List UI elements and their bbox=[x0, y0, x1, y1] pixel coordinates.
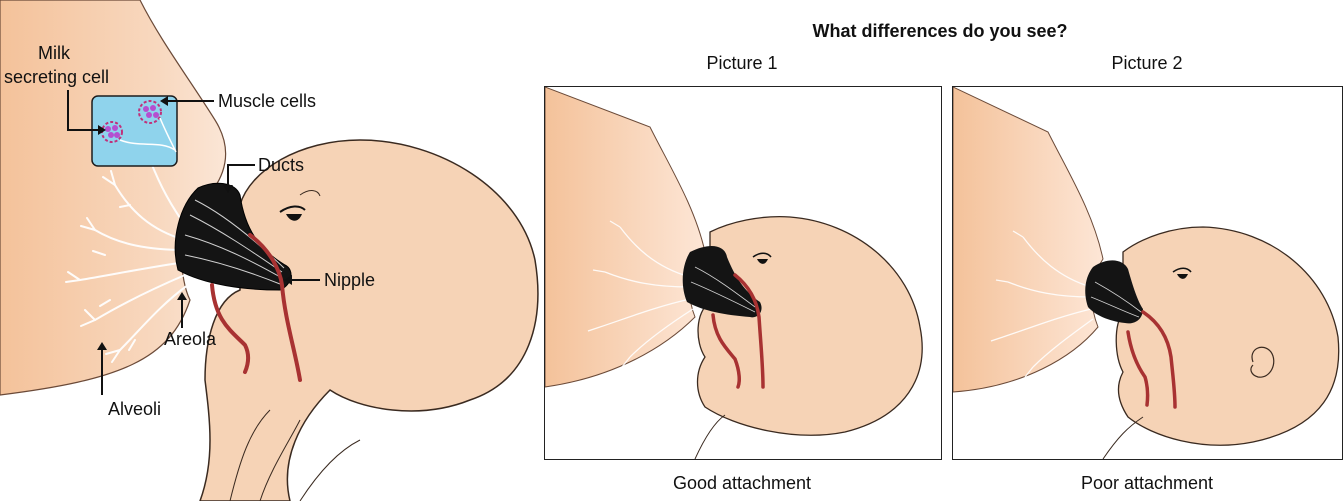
panel-1-heading: Picture 1 bbox=[706, 54, 777, 72]
caption-poor-attachment: Poor attachment bbox=[1081, 474, 1213, 492]
cell-inset-box bbox=[92, 96, 177, 166]
good-attachment-illustration bbox=[545, 87, 941, 459]
figure-title: What differences do you see? bbox=[812, 22, 1067, 40]
label-alveoli: Alveoli bbox=[108, 400, 161, 418]
baby-head bbox=[200, 140, 538, 501]
label-milk: Milk bbox=[38, 44, 70, 62]
panel-2-heading: Picture 2 bbox=[1111, 54, 1182, 72]
label-ducts: Ducts bbox=[258, 156, 304, 174]
poor-attachment-illustration bbox=[953, 87, 1342, 459]
caption-good-attachment: Good attachment bbox=[673, 474, 811, 492]
label-muscle-cells: Muscle cells bbox=[218, 92, 316, 110]
label-nipple: Nipple bbox=[324, 271, 375, 289]
label-areola: Areola bbox=[164, 330, 216, 348]
panel-poor-attachment bbox=[952, 86, 1343, 460]
label-secreting-cell: secreting cell bbox=[4, 68, 109, 86]
panel-good-attachment bbox=[544, 86, 942, 460]
